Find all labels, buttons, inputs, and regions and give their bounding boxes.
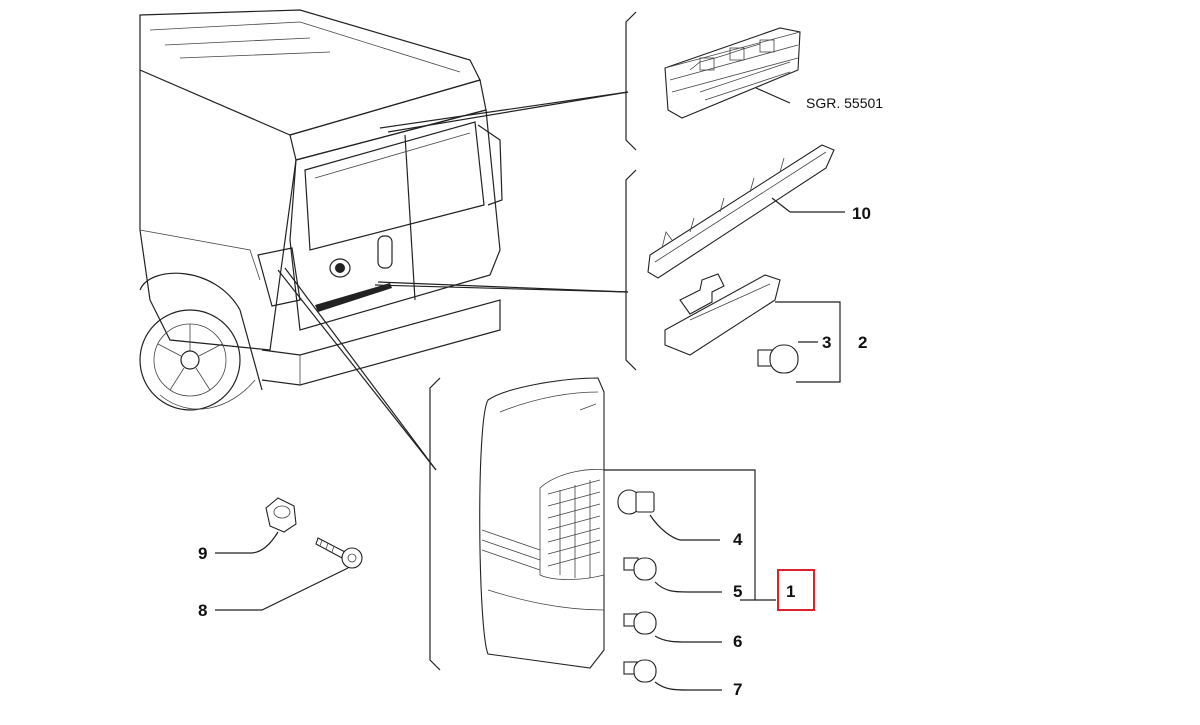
part-9-clip-nut xyxy=(265,497,297,533)
part-1-tail-lamp xyxy=(479,377,605,669)
callout-4: 4 xyxy=(733,530,743,549)
reference-label: SGR. 55501 xyxy=(806,95,883,111)
part-5-bulb xyxy=(623,557,657,581)
callout-8: 8 xyxy=(198,601,207,620)
callout-2: 2 xyxy=(858,333,867,352)
part-6-bulb xyxy=(623,611,657,635)
callout-6: 6 xyxy=(733,632,742,651)
callout-7: 7 xyxy=(733,680,742,699)
high-mount-stop-lamp-housing xyxy=(664,27,801,119)
part-8-screw xyxy=(315,537,363,569)
callout-1-highlight-box[interactable] xyxy=(777,569,815,611)
callout-9: 9 xyxy=(198,544,207,563)
callout-5: 5 xyxy=(733,582,742,601)
callout-labels: 10 2 3 4 5 6 7 8 9 1 xyxy=(198,204,871,699)
part-7-bulb xyxy=(623,659,657,683)
van-illustration xyxy=(139,9,503,411)
callout-1[interactable]: 1 xyxy=(786,582,795,601)
callout-3: 3 xyxy=(822,333,831,352)
part-10-high-mount-strip xyxy=(647,144,835,279)
group-brackets xyxy=(429,11,637,671)
callout-10: 10 xyxy=(852,204,871,223)
part-2-license-plate-lamp xyxy=(664,273,781,356)
van-leader-lines xyxy=(277,91,629,471)
part-3-bulb xyxy=(757,344,799,374)
part-4-bulb xyxy=(617,489,655,515)
